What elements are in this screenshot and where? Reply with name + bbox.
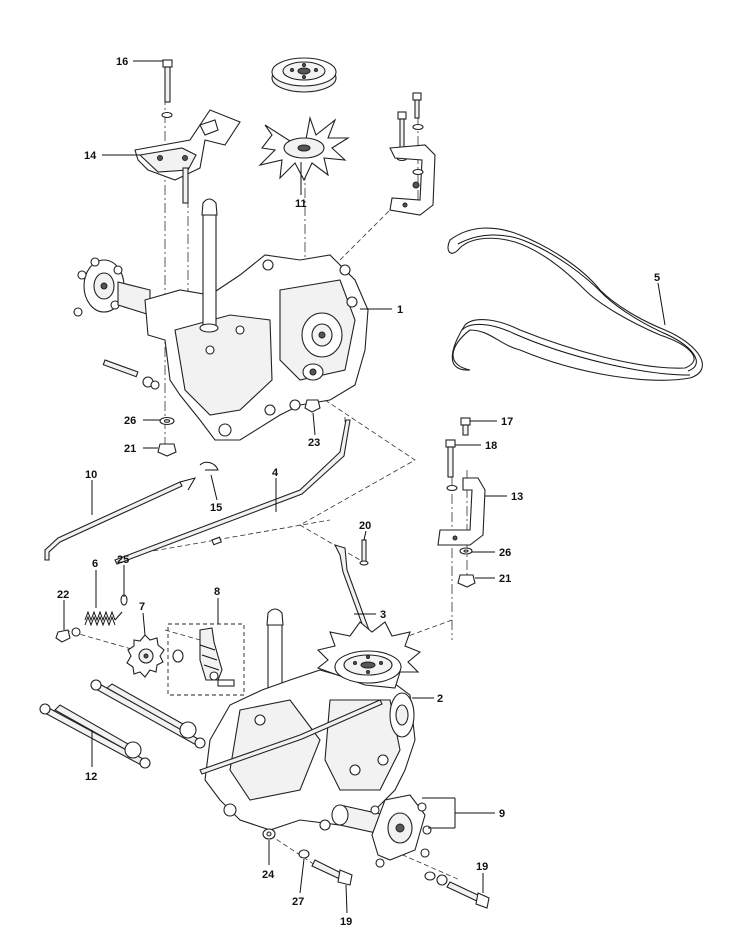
callout-19-left: 19 (340, 916, 352, 928)
rod-10 (44, 477, 197, 561)
shafts-12 (39, 679, 206, 769)
callout-16: 16 (116, 56, 128, 68)
bracket-14 (134, 109, 241, 204)
washer-24 (262, 828, 276, 840)
callout-7: 7 (139, 601, 145, 613)
callout-6: 6 (92, 558, 98, 570)
bracket-13 (437, 417, 486, 588)
fan-top (258, 115, 350, 182)
bolt-20 (359, 539, 369, 566)
callout-20: 20 (359, 520, 371, 532)
callout-21-lower: 21 (499, 573, 511, 585)
sprocket-7 (126, 634, 165, 678)
transaxle-lower (199, 608, 416, 831)
nut-22 (55, 627, 81, 643)
callout-8: 8 (214, 586, 220, 598)
nut-23 (304, 399, 321, 413)
callout-10: 10 (85, 469, 97, 481)
rod-4 (114, 419, 351, 565)
callout-2: 2 (437, 693, 443, 705)
callout-13: 13 (511, 491, 523, 503)
callout-24: 24 (262, 869, 275, 881)
callout-27: 27 (292, 896, 304, 908)
pulley-top (271, 57, 337, 93)
callout-21-upper: 21 (124, 443, 136, 455)
bolt-16 (161, 59, 173, 119)
callout-26-upper: 26 (124, 415, 136, 427)
callout-25: 25 (117, 554, 129, 566)
callout-23: 23 (308, 437, 320, 449)
leader-lines (63, 60, 666, 914)
clip-15 (199, 461, 219, 471)
bolt-19-right (424, 871, 490, 909)
washer-nut-upper-left (157, 416, 177, 457)
callout-9: 9 (499, 808, 505, 820)
callout-26-lower: 26 (499, 547, 511, 559)
callout-22: 22 (57, 589, 69, 601)
callout-12: 12 (85, 771, 97, 783)
bracket-top-right (389, 92, 436, 216)
transaxle-upper (73, 198, 369, 441)
fan-lower (316, 621, 422, 689)
callout-1: 1 (397, 304, 403, 316)
callout-15: 15 (210, 502, 222, 514)
callout-4: 4 (272, 467, 279, 479)
washer-27 (298, 849, 310, 859)
callout-labels: 16 14 11 1 5 26 21 23 17 18 13 10 4 15 2… (57, 56, 660, 928)
callout-11: 11 (295, 198, 307, 210)
spring-6 (84, 610, 123, 627)
callout-5: 5 (654, 272, 660, 284)
callout-17: 17 (501, 416, 513, 428)
callout-3: 3 (380, 609, 386, 621)
axle-hub-9 (331, 794, 432, 868)
callout-14: 14 (84, 150, 97, 162)
bolt-19-left (311, 859, 353, 886)
callout-18: 18 (485, 440, 497, 452)
drive-belt (447, 227, 703, 381)
callout-19-right: 19 (476, 861, 488, 873)
kit-8 (167, 623, 245, 696)
